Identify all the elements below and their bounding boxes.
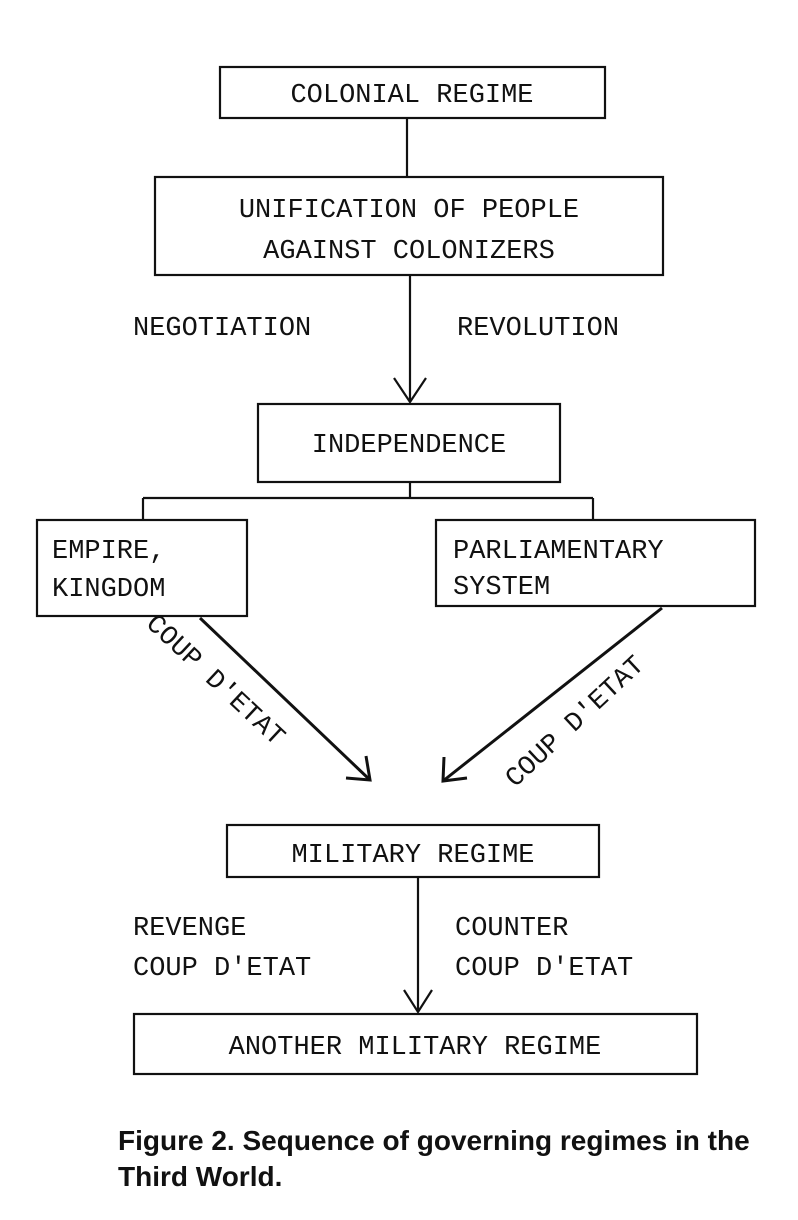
box-military-regime bbox=[225, 823, 601, 879]
arrowhead-left-coup bbox=[345, 755, 372, 782]
label-coup-right: COUP D'ETAT bbox=[501, 651, 652, 794]
label-revolution: REVOLUTION bbox=[457, 314, 619, 344]
node-empire-line1: EMPIRE, bbox=[52, 537, 165, 567]
arrow-empire-to-military bbox=[198, 616, 372, 782]
label-counter-line2: COUP D'ETAT bbox=[455, 954, 633, 984]
arrowhead-right-coup bbox=[441, 756, 468, 783]
label-revenge-line1: REVENGE bbox=[133, 914, 246, 944]
arrow-parliament-to-military bbox=[442, 606, 663, 783]
node-colonial-regime: COLONIAL REGIME bbox=[290, 81, 533, 111]
figure-caption: Figure 2. Sequence of governing regimes … bbox=[118, 1125, 750, 1192]
node-independence: INDEPENDENCE bbox=[312, 431, 506, 461]
box-parliamentary-system bbox=[434, 518, 757, 608]
node-another-military-regime: ANOTHER MILITARY REGIME bbox=[229, 1033, 602, 1063]
node-parliament-line1: PARLIAMENTARY bbox=[453, 537, 664, 567]
box-unification bbox=[153, 175, 665, 277]
node-empire-line2: KINGDOM bbox=[52, 575, 165, 605]
label-revenge-line2: COUP D'ETAT bbox=[133, 954, 311, 984]
node-military-regime: MILITARY REGIME bbox=[291, 841, 534, 871]
label-negotiation: NEGOTIATION bbox=[133, 314, 311, 344]
box-colonial-regime bbox=[218, 65, 607, 120]
box-independence bbox=[256, 402, 562, 484]
box-empire-kingdom bbox=[35, 518, 249, 618]
arrowhead-independence bbox=[393, 377, 427, 404]
box-another-military-regime bbox=[132, 1012, 699, 1076]
node-unification-line1: UNIFICATION OF PEOPLE bbox=[239, 196, 579, 226]
node-parliament-line2: SYSTEM bbox=[453, 573, 550, 603]
label-counter-line1: COUNTER bbox=[455, 914, 568, 944]
node-unification-line2: AGAINST COLONIZERS bbox=[263, 237, 555, 267]
arrowhead-another-military bbox=[403, 989, 433, 1015]
